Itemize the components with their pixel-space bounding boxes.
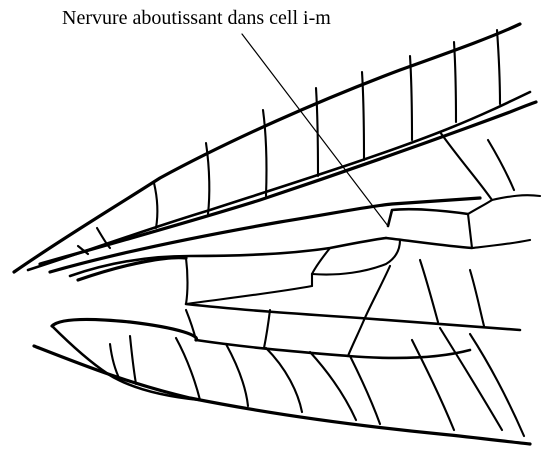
lower-crossvein bbox=[364, 266, 390, 320]
costal-crossvein bbox=[497, 30, 500, 104]
apical-crossvein bbox=[472, 240, 530, 248]
anal-crossvein bbox=[440, 328, 502, 430]
middle-crossvein bbox=[186, 258, 188, 304]
anal-crossvein bbox=[226, 344, 248, 406]
cell-i-m-boundary bbox=[388, 209, 468, 226]
middle-crossvein bbox=[312, 248, 330, 274]
costal-crossvein bbox=[154, 183, 157, 228]
anal-crossvein bbox=[350, 356, 380, 424]
anal-crossvein bbox=[310, 352, 356, 420]
apical-crossvein bbox=[440, 132, 492, 200]
apical-crossvein bbox=[488, 140, 514, 190]
lower-crossvein bbox=[470, 270, 484, 326]
posterior-margin bbox=[34, 346, 530, 444]
media-vein bbox=[70, 238, 386, 276]
costal-crossvein bbox=[362, 72, 364, 160]
apical-crossvein bbox=[492, 195, 540, 200]
lower-crossvein bbox=[348, 320, 364, 356]
apical-crossvein bbox=[468, 200, 492, 214]
costal-crossvein bbox=[263, 110, 267, 196]
lower-crossvein bbox=[264, 310, 270, 348]
radius-vein bbox=[40, 102, 536, 264]
anal-margin-upper bbox=[52, 319, 196, 340]
vein-annotation-label: Nervure aboutissant dans cell i-m bbox=[62, 6, 331, 30]
lower-band-vein bbox=[196, 340, 470, 358]
costal-crossvein bbox=[410, 56, 412, 140]
anal-crossvein bbox=[266, 348, 302, 412]
cubitus-lower-vein bbox=[186, 304, 520, 330]
anal-crossvein bbox=[176, 338, 200, 400]
anal-crossvein bbox=[130, 336, 136, 384]
costal-crossvein bbox=[454, 42, 456, 122]
cell-i-m-boundary bbox=[468, 214, 472, 248]
middle-crossvein bbox=[186, 286, 312, 304]
middle-crossvein bbox=[312, 240, 400, 275]
lower-crossvein bbox=[420, 260, 438, 322]
